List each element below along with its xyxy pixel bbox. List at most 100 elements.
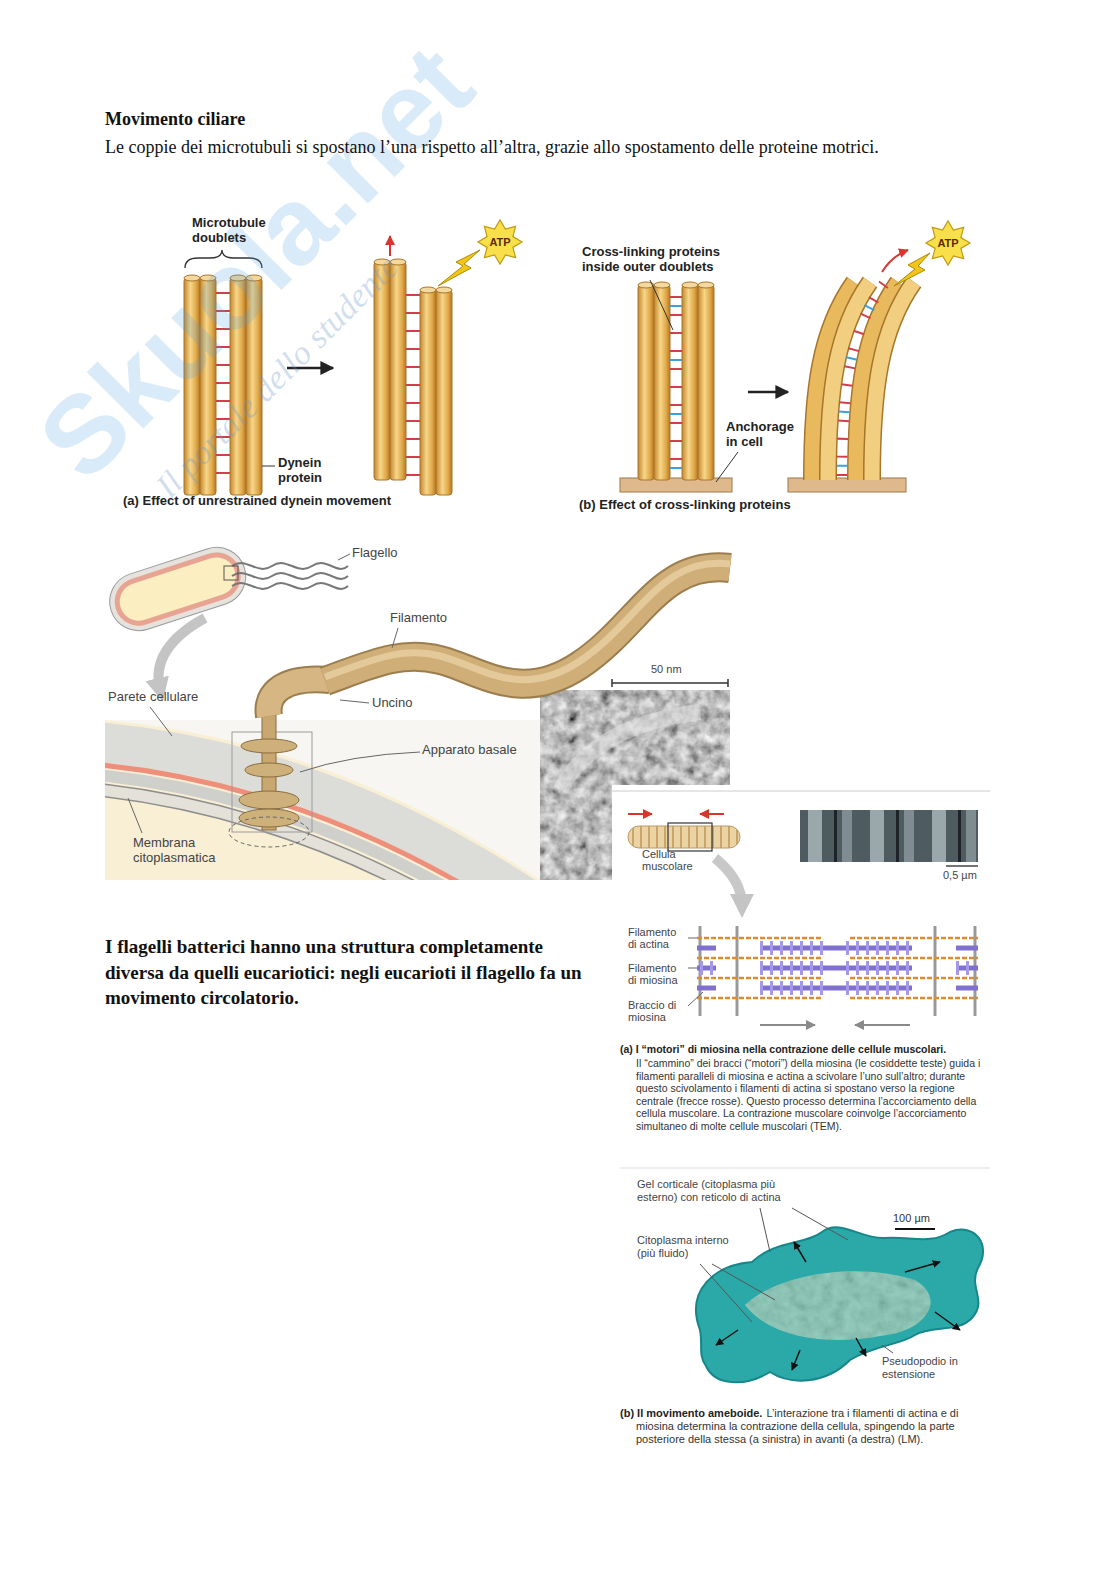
- figure-caption: (a) I “motori” di miosina nella contrazi…: [620, 1043, 946, 1056]
- atp-label: ATP: [480, 236, 520, 249]
- actin-filament: [697, 977, 822, 980]
- micrograph: [540, 785, 612, 880]
- amoeba-cell: [696, 1227, 983, 1382]
- microtubule: [654, 285, 670, 480]
- figure-caption: (b) Effect of cross-linking proteins: [579, 497, 791, 513]
- part-label: Filamento di miosina: [628, 962, 686, 986]
- caption-text: L’interazione tra i filamenti di actina …: [636, 1407, 992, 1447]
- microtubule: [184, 278, 200, 495]
- cell-wall: [102, 540, 253, 638]
- scale-label: 0,5 µm: [943, 869, 977, 882]
- z-line: [934, 926, 937, 1016]
- part-label: Dynein protein: [278, 456, 348, 486]
- microtubule: [374, 262, 390, 480]
- myosin-head: [846, 981, 912, 995]
- atp-burst: [926, 221, 970, 265]
- myosin-filaments: [697, 948, 978, 988]
- actin-filament: [697, 937, 822, 940]
- atp-label: ATP: [928, 237, 968, 250]
- watermark: Skuola.net: [20, 27, 491, 498]
- myosin-head: [760, 961, 826, 975]
- part-label: Parete cellulare: [108, 689, 198, 705]
- leader-line: [882, 1345, 893, 1353]
- myosin-filament: [956, 986, 978, 991]
- myosin-filament: [697, 966, 716, 971]
- leader-line: [150, 707, 172, 736]
- part-label: Citoplasma interno (più fluido): [637, 1234, 741, 1259]
- scale-bar: [895, 1228, 935, 1230]
- leader-line: [688, 968, 697, 969]
- bacterium: [102, 540, 253, 638]
- micrograph: [800, 810, 978, 862]
- part-label: Microtubule doublets: [192, 216, 284, 246]
- z-line: [974, 926, 977, 1016]
- direction-arrow: [794, 1242, 806, 1262]
- leader-line: [128, 798, 142, 833]
- microtubule: [698, 285, 714, 480]
- leader-line: [716, 452, 738, 482]
- leader-line: [792, 1208, 848, 1240]
- myosin-head: [700, 961, 716, 975]
- microtubule: [390, 262, 406, 480]
- leader-line: [760, 1208, 770, 1252]
- basal-ring: [239, 791, 299, 809]
- micrograph-structure: [560, 712, 700, 790]
- dynein-arms: [216, 292, 230, 488]
- muscle-figure: [612, 786, 992, 1166]
- energy-bolt: [894, 253, 930, 286]
- contraction-arrow: [700, 813, 724, 815]
- zoom-arrow: [158, 618, 205, 690]
- scale-bar: [612, 682, 728, 684]
- myosin-filament: [697, 946, 716, 951]
- myosin-head: [956, 961, 976, 975]
- contraction-arrow: [628, 813, 652, 815]
- microtubule: [246, 278, 262, 495]
- microtubule: [872, 282, 914, 480]
- basal-ring: [245, 763, 293, 777]
- part-label: Cellula muscolare: [642, 848, 712, 872]
- sliding-arrow: [855, 1024, 910, 1026]
- arrow: [748, 391, 788, 394]
- figure-caption: (a) Effect of unrestrained dynein moveme…: [123, 493, 391, 509]
- arrow: [287, 367, 333, 370]
- dynein-figure-a: [184, 220, 522, 495]
- microtubule: [872, 282, 914, 480]
- separator: [612, 791, 990, 792]
- direction-arrow: [716, 1330, 738, 1345]
- microtubule: [420, 290, 436, 495]
- flagellum-line: [232, 563, 348, 569]
- myosin-filament: [760, 966, 912, 971]
- microtubule-end: [390, 259, 406, 265]
- basal-ring: [239, 809, 299, 827]
- leader-line: [338, 554, 350, 560]
- bracket: [185, 250, 262, 268]
- myosin-head: [760, 981, 826, 995]
- part-label: Apparato basale: [422, 742, 517, 758]
- zoom-arrow: [715, 858, 742, 906]
- microtubule-end: [246, 275, 262, 281]
- myosin-heads: [700, 948, 976, 988]
- myosin-head: [846, 941, 912, 955]
- dynein-arms: [842, 284, 884, 476]
- dynein-arms: [670, 296, 682, 476]
- direction-arrow: [905, 1262, 940, 1272]
- panel: [612, 786, 992, 1166]
- microtubule-end: [200, 275, 216, 281]
- hook: [269, 679, 330, 716]
- microtubule-end: [420, 287, 436, 293]
- zoom-box: [668, 823, 712, 851]
- membrane-edge: [105, 794, 514, 880]
- movement-arrow: [389, 236, 391, 256]
- filament-highlight: [325, 563, 730, 679]
- leader-line: [300, 752, 420, 772]
- dynein-arms: [406, 294, 420, 478]
- anchorage-base: [788, 478, 906, 492]
- actin-filament: [697, 957, 822, 960]
- periplasm: [105, 774, 522, 880]
- watermark: Il portale dello studente: [150, 250, 404, 504]
- myosin-head: [760, 941, 826, 955]
- basal-ring: [241, 739, 297, 753]
- myosin-filament: [760, 946, 912, 951]
- actin-filaments: [697, 938, 978, 998]
